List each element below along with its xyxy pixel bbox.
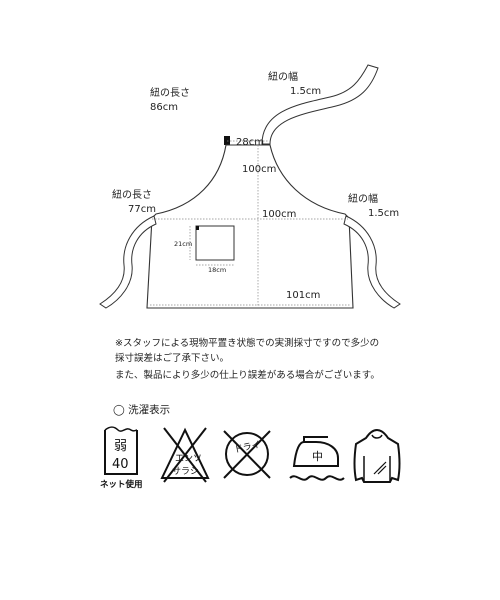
pocket-height-value: 21cm — [174, 240, 192, 248]
svg-text:弱: 弱 — [114, 439, 127, 454]
no-chlorine-bleach-icon: エンソ サラシ — [160, 427, 210, 483]
svg-text:中: 中 — [312, 450, 323, 463]
note-line-3: また、製品により多少の仕上り誤差がある場合がございます。 — [115, 370, 380, 381]
neck-strap — [261, 64, 379, 145]
pocket-width-value: 18cm — [208, 266, 226, 274]
strap-width-side-value: 1.5cm — [368, 208, 399, 219]
left-waist-strap — [99, 215, 157, 309]
strap-width-top-label: 紐の幅 — [268, 70, 298, 83]
pocket — [195, 225, 235, 261]
measurement-lines — [150, 140, 351, 306]
no-dry-clean-icon: ドライ — [223, 430, 271, 479]
strap-length-top-label: 紐の長さ — [150, 86, 190, 99]
apron-body — [146, 144, 354, 309]
top-width-value: 28cm — [236, 137, 264, 148]
right-waist-strap — [343, 215, 401, 309]
strap-length-top-value: 86cm — [150, 102, 178, 113]
strap-tab — [224, 136, 230, 145]
care-label-title: ◯ 洗濯表示 — [113, 404, 171, 416]
strap-width-top-value: 1.5cm — [290, 86, 321, 97]
note-line-2: 採寸誤差はご了承下さい。 — [115, 353, 230, 364]
waist-width-value: 100cm — [262, 209, 296, 220]
svg-text:エンソ: エンソ — [175, 454, 202, 464]
strap-length-side-value: 77cm — [128, 204, 156, 215]
hem-width-value: 101cm — [286, 290, 320, 301]
pocket-corner-tab — [196, 226, 199, 230]
wash-40-net-icon: 弱 40 — [104, 426, 138, 475]
svg-text:40: 40 — [112, 457, 129, 472]
strap-length-side-label: 紐の長さ — [112, 188, 152, 201]
body-height-value: 100cm — [242, 164, 276, 175]
wash-caption: ネット使用 — [100, 479, 143, 490]
strap-width-side-label: 紐の幅 — [348, 192, 378, 205]
note-line-1: ※スタッフによる現物平置き状態での実測採寸ですので多少の — [115, 338, 380, 349]
shape-dry-garment-icon — [353, 428, 401, 483]
iron-medium-icon: 中 — [289, 436, 345, 481]
svg-text:サラシ: サラシ — [172, 466, 199, 477]
